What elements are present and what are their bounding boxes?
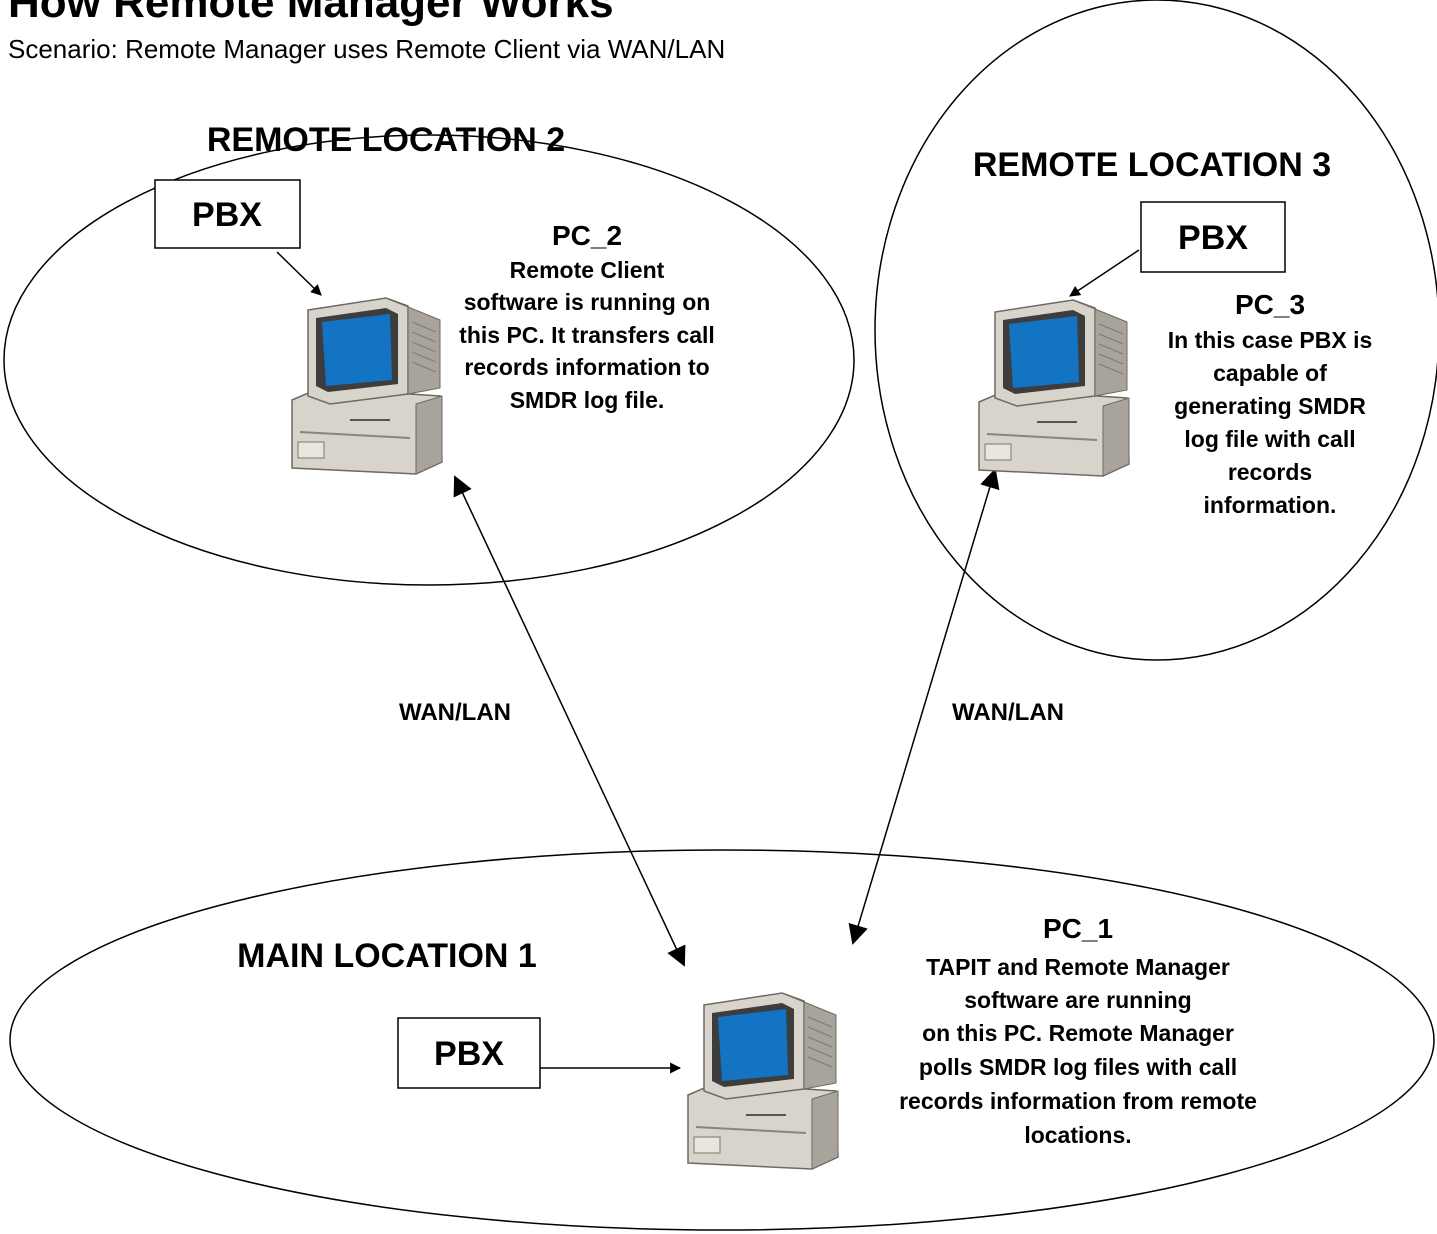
pc1-desc-line: TAPIT and Remote Manager bbox=[926, 954, 1230, 980]
pc3-name: PC_3 bbox=[1235, 289, 1305, 320]
computer-icon bbox=[687, 992, 839, 1170]
wan-link-right-label: WAN/LAN bbox=[952, 699, 1064, 726]
pc3-desc-line: records bbox=[1228, 459, 1312, 485]
remote-location-2-pbx-label: PBX bbox=[192, 196, 262, 234]
remote-location-3-pbx-label: PBX bbox=[1178, 219, 1248, 257]
pc3-desc-line: information. bbox=[1204, 492, 1337, 518]
pc3-desc-line: capable of bbox=[1213, 360, 1327, 386]
pc1-desc-line: records information from remote bbox=[899, 1088, 1257, 1114]
pc1-desc-line: polls SMDR log files with call bbox=[919, 1054, 1237, 1080]
computer-icon bbox=[291, 297, 443, 475]
remote-location-3-label: REMOTE LOCATION 3 bbox=[973, 146, 1331, 184]
wan-link-pc3-pc1 bbox=[848, 468, 1000, 945]
remote-location-3-boundary bbox=[874, 0, 1437, 661]
pbx-to-pc2-arrow bbox=[276, 251, 322, 296]
main-location-1-label: MAIN LOCATION 1 bbox=[237, 937, 537, 975]
pc2-desc-line: this PC. It transfers call bbox=[459, 322, 715, 348]
pc3-desc-line: log file with call bbox=[1184, 426, 1355, 452]
pc3-desc-line: generating SMDR bbox=[1174, 393, 1366, 419]
pc1-name: PC_1 bbox=[1043, 913, 1113, 944]
page-subtitle: Scenario: Remote Manager uses Remote Cli… bbox=[8, 34, 726, 64]
remote-location-2-boundary bbox=[3, 134, 855, 586]
remote-location-3-pbx: PBX bbox=[1140, 201, 1286, 273]
pc2-name: PC_2 bbox=[552, 220, 622, 251]
page-title: How Remote Manager Works bbox=[8, 0, 614, 27]
remote-location-2-pbx: PBX bbox=[154, 179, 301, 249]
pc3-desc-line: In this case PBX is bbox=[1168, 327, 1373, 353]
pbx-to-pc3-arrow bbox=[1069, 249, 1140, 297]
pc1-desc-line: on this PC. Remote Manager bbox=[922, 1020, 1234, 1046]
pc1-desc-line: software are running bbox=[964, 987, 1191, 1013]
pc2-desc-line: SMDR log file. bbox=[510, 387, 665, 413]
pc2-desc-line: software is running on bbox=[464, 289, 711, 315]
pc2-desc-line: Remote Client bbox=[510, 257, 665, 283]
main-location-1-pbx-label: PBX bbox=[434, 1035, 504, 1073]
main-location-1-boundary bbox=[9, 849, 1435, 1231]
computer-icon bbox=[978, 299, 1130, 477]
wan-link-left-label: WAN/LAN bbox=[399, 699, 511, 726]
pc2-desc-line: records information to bbox=[464, 354, 709, 380]
pc1-desc-line: locations. bbox=[1024, 1122, 1131, 1148]
remote-location-2-label: REMOTE LOCATION 2 bbox=[207, 121, 565, 159]
main-location-1-pbx: PBX bbox=[397, 1017, 541, 1089]
wan-link-pc2-pc1 bbox=[453, 475, 686, 967]
